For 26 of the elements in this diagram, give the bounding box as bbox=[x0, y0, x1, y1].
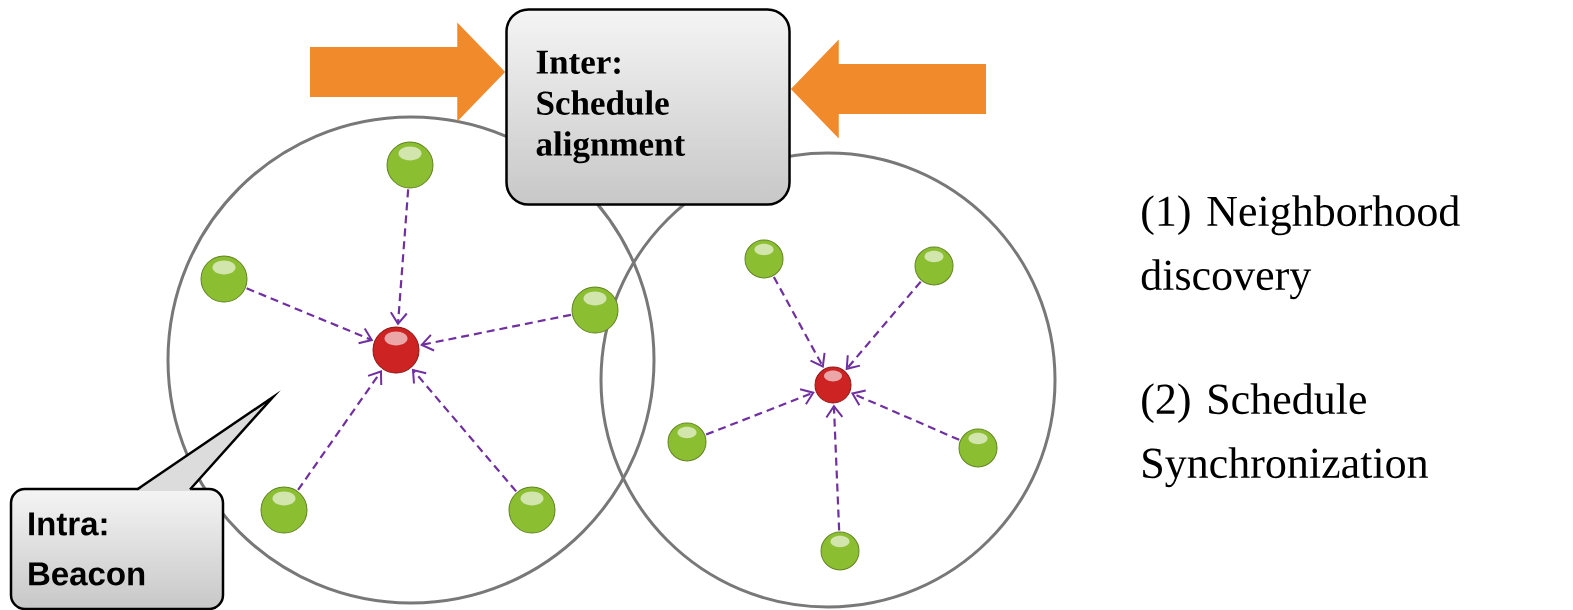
sensor-node bbox=[260, 486, 308, 534]
step-text: (2) Schedule Synchronization bbox=[1142, 383, 1428, 488]
sensor-node bbox=[386, 141, 434, 189]
dashed-arrow bbox=[297, 370, 383, 491]
sensor-node bbox=[820, 531, 860, 571]
hub-node bbox=[372, 326, 420, 374]
dashed-arrow bbox=[420, 313, 572, 352]
dashed-arrow bbox=[850, 389, 960, 441]
sensor-node bbox=[958, 428, 998, 468]
speech-bubble: Intra: Beacon bbox=[9, 390, 281, 610]
dashed-arrow bbox=[825, 404, 844, 531]
dashed-arrow bbox=[411, 368, 517, 493]
sensor-node bbox=[200, 255, 248, 303]
sensor-node bbox=[744, 239, 784, 279]
dashed-arrow bbox=[246, 287, 374, 345]
dashed-arrow bbox=[705, 388, 815, 436]
sensor-node bbox=[914, 246, 954, 286]
step-text: (1) Neighborhood discovery bbox=[1141, 195, 1460, 300]
label-box: Inter: Schedule alignment bbox=[505, 8, 791, 206]
dashed-arrow bbox=[772, 276, 826, 368]
dashed-arrow bbox=[845, 280, 922, 371]
sensor-node bbox=[667, 422, 707, 462]
hub-node bbox=[814, 366, 852, 404]
dashed-arrow bbox=[389, 189, 410, 326]
sensor-node bbox=[571, 286, 619, 334]
sensor-node bbox=[508, 486, 556, 534]
